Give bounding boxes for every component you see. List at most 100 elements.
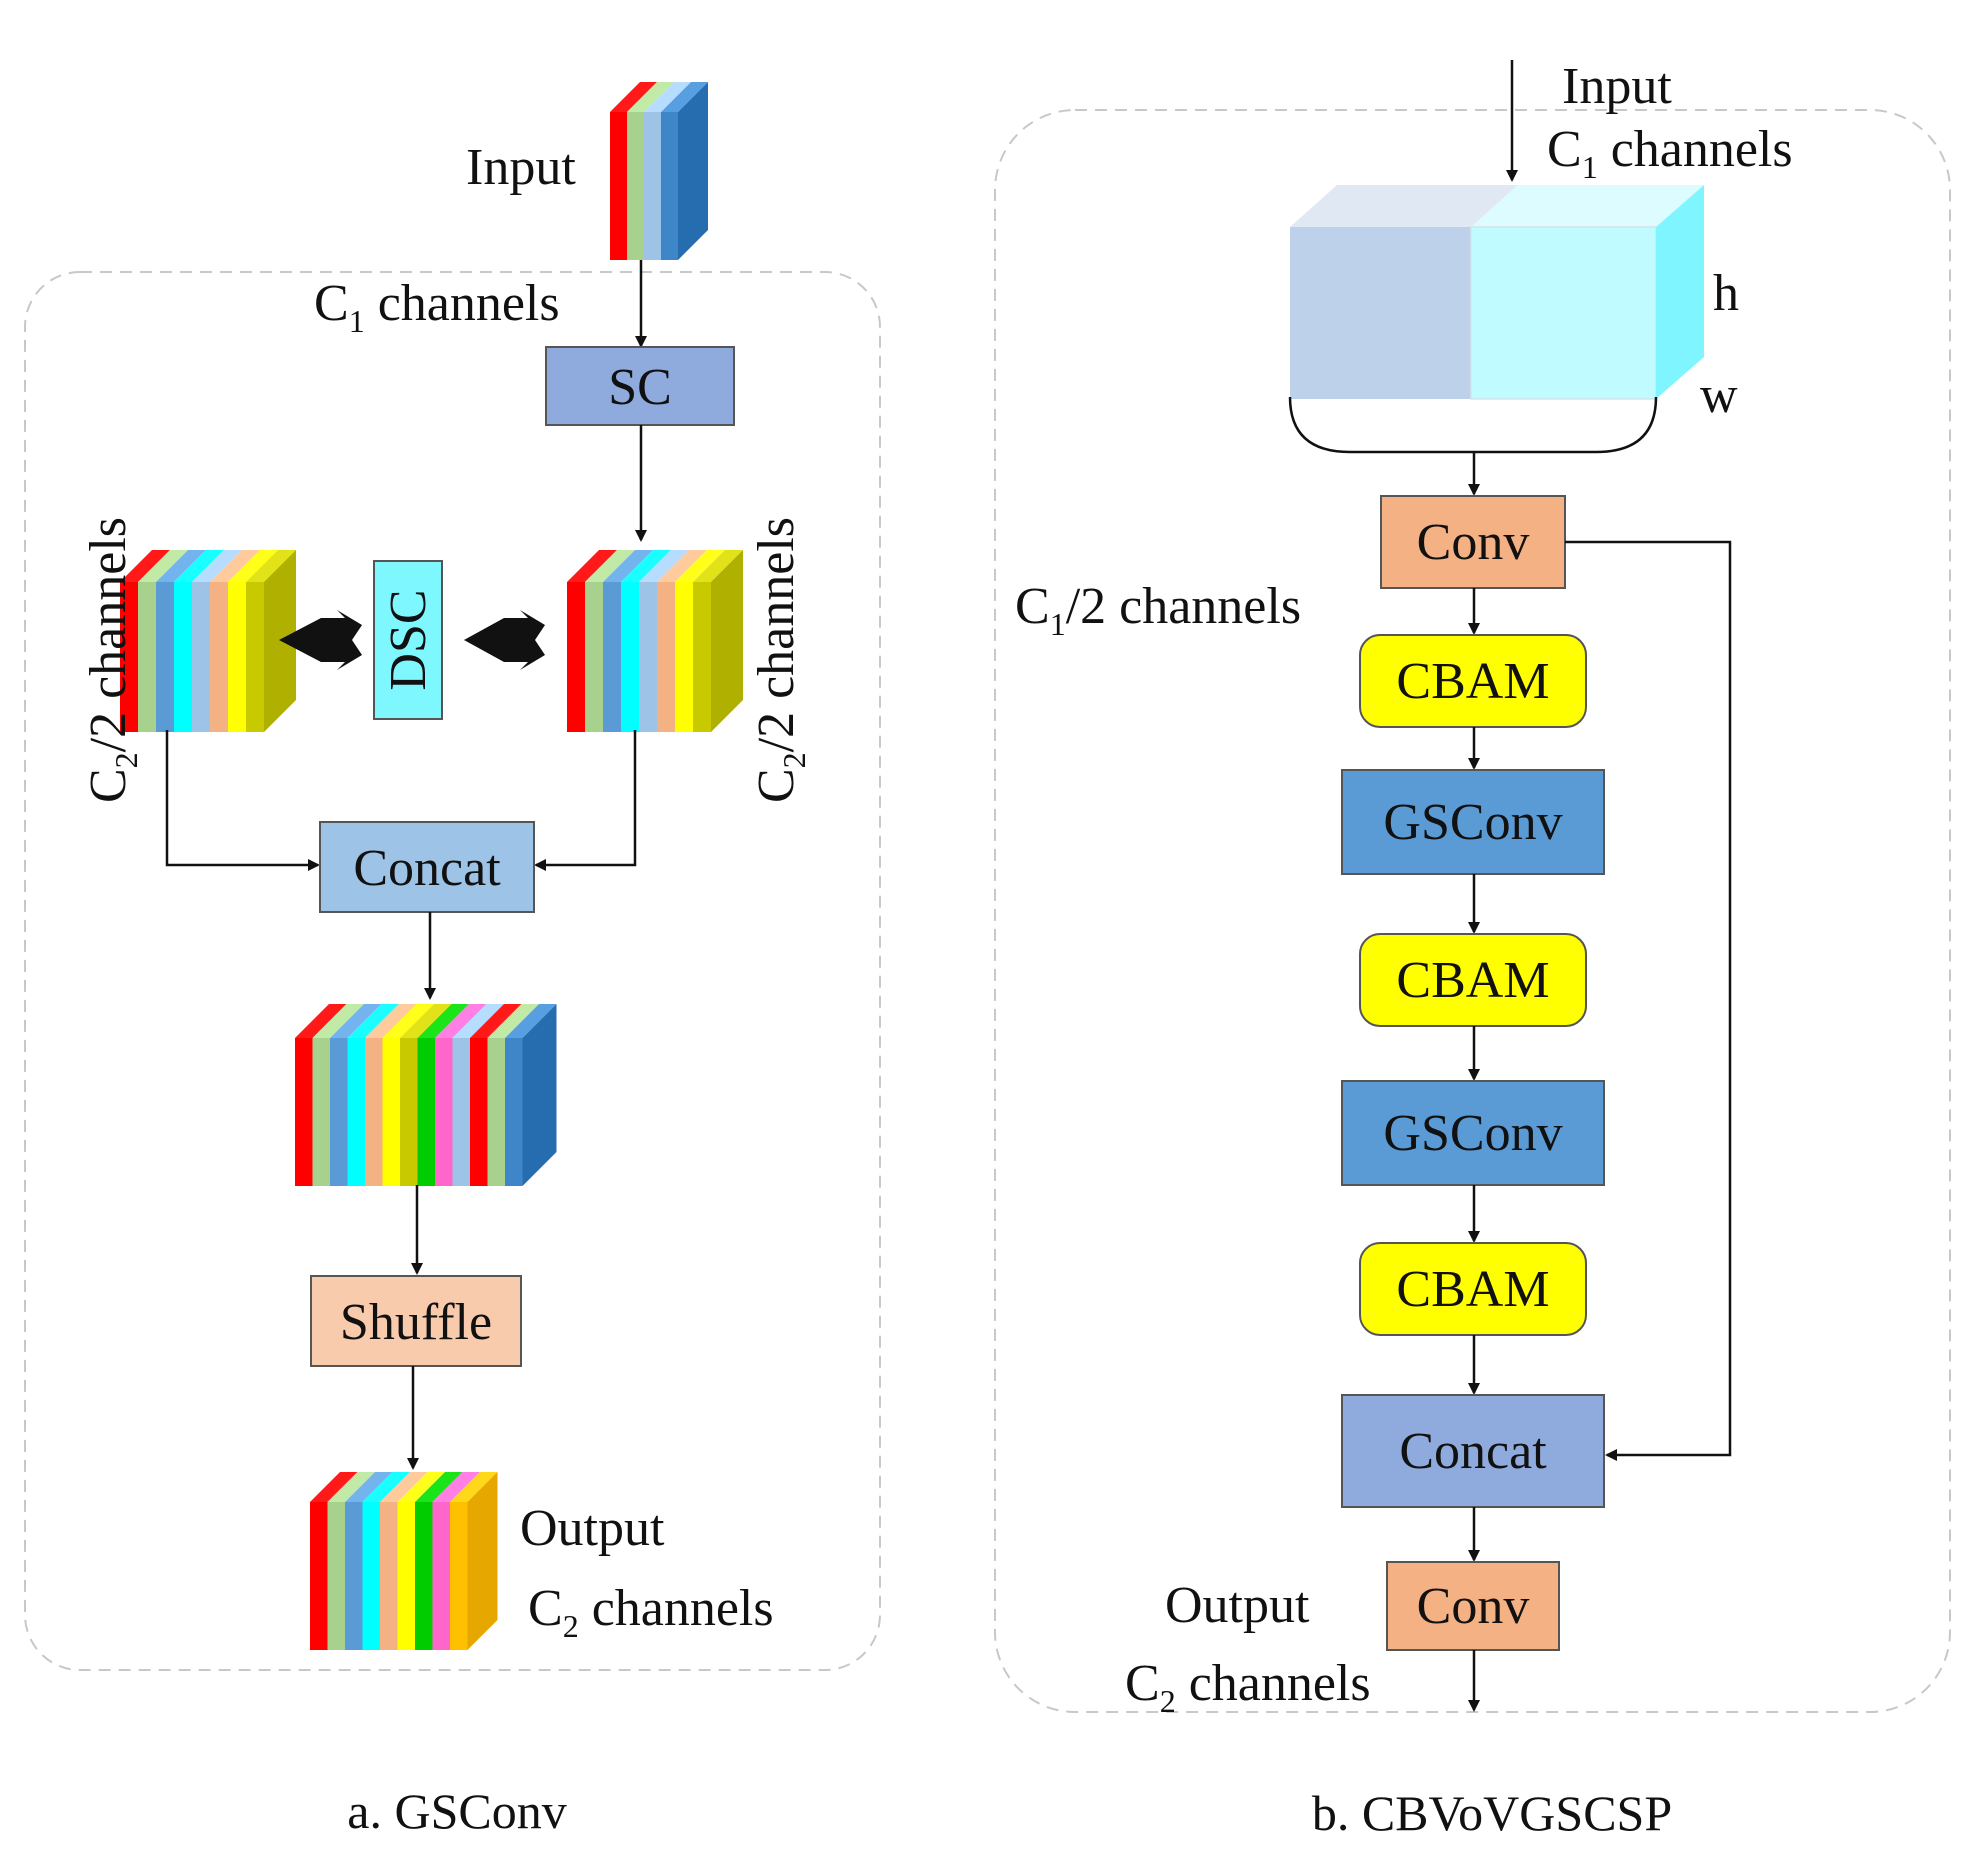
channel-slice-top: [312, 1004, 364, 1038]
channel-slice-top: [417, 1004, 469, 1038]
channel-slice-top: [400, 1004, 452, 1038]
channel-slice: [312, 1038, 330, 1186]
conv-box-2: [1386, 1561, 1560, 1651]
concat-label-a: Concat: [353, 840, 501, 897]
channel-slice-top: [347, 1004, 399, 1038]
channel-slice-top: [415, 1472, 463, 1502]
channel-slice-top: [450, 1472, 498, 1502]
channel-slice-top: [310, 1472, 358, 1502]
channel-slice: [435, 1038, 453, 1186]
channel-slice-top: [567, 550, 617, 582]
channel-slice: [246, 582, 264, 732]
concat-label-b: Concat: [1399, 1423, 1547, 1480]
channel-slice: [397, 1502, 415, 1650]
concat-box-a: [319, 821, 535, 913]
channel-slice-side: [678, 82, 708, 260]
input-label: Input: [466, 139, 576, 196]
channel-slice-top: [295, 1004, 347, 1038]
channel-slice-top: [380, 1472, 428, 1502]
channel-slice-top: [610, 82, 657, 112]
channel-slice-top: [138, 550, 188, 582]
cbam-label-1: CBAM: [1396, 653, 1549, 710]
channel-slice: [621, 582, 639, 732]
channel-slice-top: [675, 550, 725, 582]
channel-slice: [192, 582, 210, 732]
channel-slice: [347, 1038, 365, 1186]
channel-slice-top: [397, 1472, 445, 1502]
skip-connection: [1565, 540, 1732, 1461]
channel-slice: [450, 1502, 468, 1650]
block-arrow-to-left-stack: [279, 610, 362, 670]
panel-a-border: [24, 271, 881, 1671]
channel-slice: [452, 1038, 470, 1186]
channel-slice-top: [174, 550, 224, 582]
channel-slice: [675, 582, 693, 732]
channel-slice: [567, 582, 585, 732]
shuffle-box: [310, 1275, 522, 1367]
right-half-channels-label: C2/2 channels: [748, 517, 812, 803]
channel-slice: [661, 112, 678, 260]
w-label: w: [1700, 367, 1738, 424]
channel-slice: [415, 1502, 433, 1650]
channel-slice: [627, 112, 644, 260]
panel-b-border: [994, 109, 1951, 1713]
h-label: h: [1713, 265, 1739, 322]
channel-slice-top: [345, 1472, 393, 1502]
channel-slice-top: [362, 1472, 410, 1502]
channel-slice-top: [693, 550, 743, 582]
channel-slice: [487, 1038, 505, 1186]
channel-slice: [138, 582, 156, 732]
channel-slice: [295, 1038, 313, 1186]
channel-slice-top: [432, 1472, 480, 1502]
channel-slice-top: [156, 550, 206, 582]
channel-slice: [644, 112, 661, 260]
channel-slice-top: [621, 550, 671, 582]
channel-slice-top: [435, 1004, 487, 1038]
channel-slice-top: [452, 1004, 504, 1038]
channel-slice-top: [505, 1004, 557, 1038]
output-feature-stack: [310, 1472, 498, 1650]
input-feature-stack: [610, 82, 708, 260]
c2-channels-label-b: C2 channels: [1125, 1655, 1371, 1719]
channel-slice: [639, 582, 657, 732]
conv-label-1: Conv: [1417, 514, 1530, 571]
channel-slice: [365, 1038, 383, 1186]
left-half-feature-stack: [120, 550, 296, 732]
channel-slice-top: [639, 550, 689, 582]
channel-slice: [310, 1502, 328, 1650]
channel-slice-top: [644, 82, 691, 112]
connector-left-to-concat: [165, 730, 320, 871]
channel-slice-top: [627, 82, 674, 112]
dsc-box: [373, 560, 443, 720]
caption-a: a. GSConv: [347, 1783, 566, 1839]
channel-slice-top: [228, 550, 278, 582]
channel-slice: [380, 1502, 398, 1650]
channel-slice: [505, 1038, 523, 1186]
channel-slice-top: [210, 550, 260, 582]
channel-slice: [330, 1038, 348, 1186]
channel-slice: [174, 582, 192, 732]
channel-slice-side: [522, 1004, 557, 1186]
channel-slice-top: [657, 550, 707, 582]
channel-slice: [432, 1502, 450, 1650]
sc-label: SC: [608, 359, 672, 416]
half-channels-label: C1/2 channels: [1015, 578, 1301, 642]
input-label-b: Input: [1562, 58, 1672, 115]
channel-slice: [120, 582, 138, 732]
channel-slice-top: [246, 550, 296, 582]
channel-slice: [156, 582, 174, 732]
channel-slice: [657, 582, 675, 732]
merged-feature-stack: [295, 1004, 557, 1186]
channel-slice: [693, 582, 711, 732]
channel-slice: [345, 1502, 363, 1650]
channel-slice: [362, 1502, 380, 1650]
cbam-label-2: CBAM: [1396, 952, 1549, 1009]
channel-slice: [382, 1038, 400, 1186]
channel-slice: [610, 112, 627, 260]
gsconv-box-2: [1341, 1080, 1605, 1186]
shuffle-label: Shuffle: [340, 1294, 492, 1351]
channel-slice: [400, 1038, 418, 1186]
channel-slice-top: [585, 550, 635, 582]
